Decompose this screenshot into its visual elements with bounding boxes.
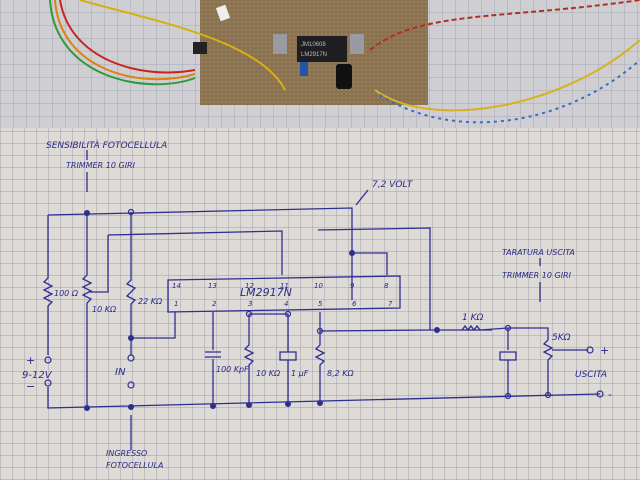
input-photocell-label-2: FOTOCELLULA — [106, 461, 163, 470]
pin-4: 4 — [284, 300, 288, 308]
pin-1: 1 — [174, 300, 178, 308]
supply-plus: + — [26, 354, 35, 367]
pin-11: 11 — [280, 282, 289, 290]
ic-label-1: JM10608 — [301, 42, 326, 48]
r100-label: 100 Ω — [54, 289, 79, 298]
r22k-label: 22 KΩ — [138, 297, 163, 306]
ic-name: LM2917N — [240, 286, 292, 299]
input-label: IN — [115, 367, 126, 378]
perfboard-illustration: JM10608 LM2917N — [49, 0, 640, 124]
voltage-label: 7,2 VOLT — [372, 180, 414, 190]
pin-7: 7 — [388, 300, 393, 308]
calibration-label: TARATURA USCITA — [502, 248, 575, 257]
pin-2: 2 — [212, 300, 217, 308]
sensitivity-label: SENSIBILITÀ FOTOCELLULA — [46, 139, 167, 151]
pin-6: 6 — [352, 300, 357, 308]
pin-13: 13 — [208, 282, 217, 290]
c1uf-label: 1 μF — [291, 369, 309, 378]
r10k-label: 10 KΩ — [256, 369, 281, 378]
schematic-sheet — [0, 128, 640, 480]
pin-10: 10 — [314, 282, 323, 290]
ic-label-2: LM2917N — [301, 52, 327, 58]
pin-5: 5 — [318, 300, 323, 308]
pot10k-label: 10 KΩ — [92, 305, 117, 314]
pin-12: 12 — [245, 282, 254, 290]
r8k2-label: 8,2 KΩ — [327, 369, 355, 378]
pot5k-label: 5KΩ — [552, 333, 571, 343]
input-photocell-label-1: INGRESSO — [106, 449, 147, 458]
trimmer-right-label: TRIMMER 10 GIRI — [502, 271, 572, 280]
r1k-label: 1 KΩ — [462, 313, 483, 323]
pin-8: 8 — [384, 282, 389, 290]
ic-chip — [297, 36, 347, 62]
supply-label: 9-12V — [22, 370, 53, 381]
c100kpf-label: 100 KpF — [216, 365, 249, 374]
trimmer-left-label: TRIMMER 10 GIRI — [66, 161, 136, 170]
pin-9: 9 — [350, 282, 355, 290]
arrow-voltage — [355, 189, 369, 206]
output-minus: - — [608, 388, 612, 401]
output-plus: + — [600, 344, 609, 357]
pin-14: 14 — [172, 282, 181, 290]
output-label: USCITA — [575, 370, 607, 380]
supply-minus: − — [26, 380, 35, 393]
pin-3: 3 — [248, 300, 252, 308]
perfboard-photo: JM10608 LM2917N — [0, 0, 640, 130]
